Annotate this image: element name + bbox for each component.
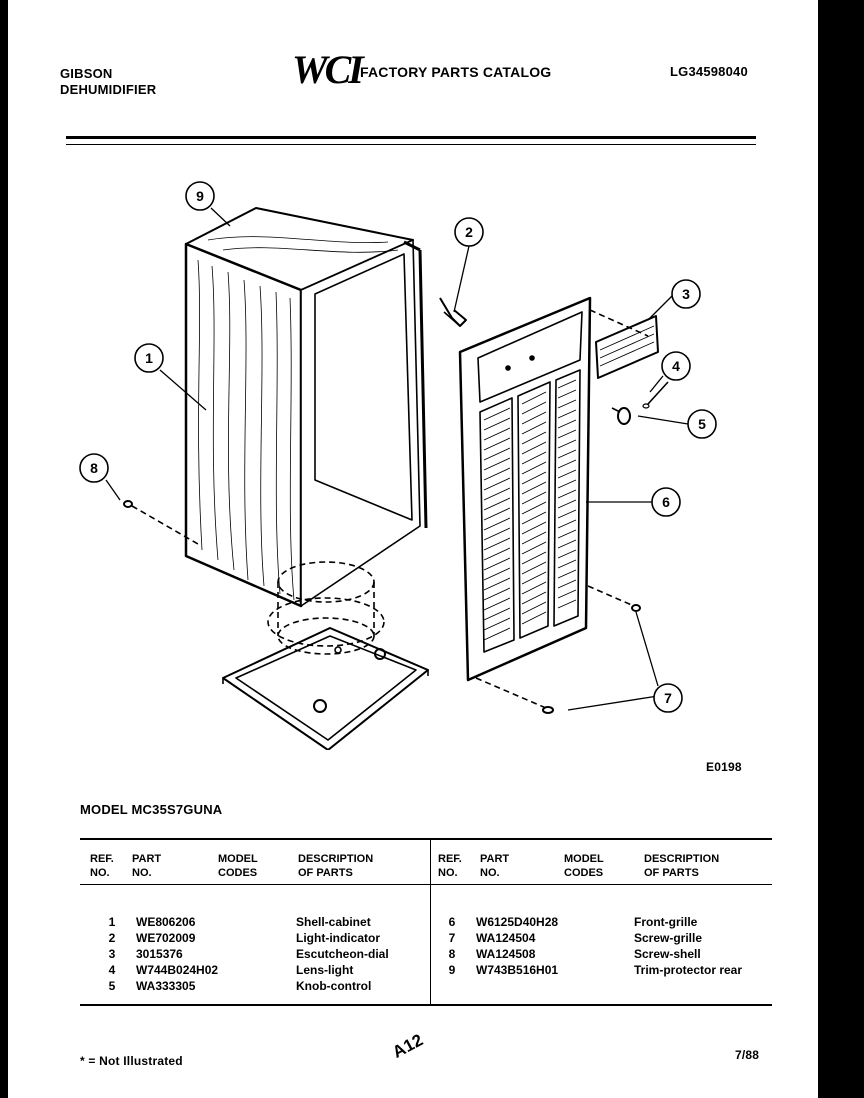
header-desc-line2: OF PARTS: [298, 867, 353, 879]
part-column-right: W6125D40H28 WA124504 WA124508 W743B516H0…: [476, 914, 558, 978]
table-cell: Screw-grille: [634, 931, 703, 945]
callout-4: 4: [672, 358, 680, 374]
screw-shell-drawing: [123, 500, 199, 545]
header-ref-line2: NO.: [90, 867, 110, 879]
indicator-light-drawing: [439, 297, 467, 327]
header-part-line2: NO.: [480, 867, 500, 879]
header-ref-line1: REF.: [438, 853, 462, 865]
page-number: A12: [389, 1030, 427, 1062]
table-cell: WA333305: [136, 979, 196, 993]
table-cell: W6125D40H28: [476, 915, 559, 929]
lens-light-drawing: [642, 381, 669, 409]
callout-1: 1: [145, 350, 153, 366]
front-grille-drawing: [458, 296, 592, 682]
table-cell: Shell-cabinet: [296, 915, 371, 929]
table-cell: Front-grille: [634, 915, 698, 929]
header-part-line2: NO.: [132, 867, 152, 879]
callout-7: 7: [664, 690, 672, 706]
table-cell: WA124504: [476, 931, 536, 945]
header-desc-line2: OF PARTS: [644, 867, 699, 879]
table-cell: Light-indicator: [296, 931, 380, 945]
callout-8: 8: [90, 460, 98, 476]
ref-column-right: 6 7 8 9: [442, 914, 462, 978]
wci-logo: WCI: [292, 47, 364, 92]
header-desc-right: DESCRIPTION OF PARTS: [644, 852, 719, 880]
header-rule-thin: [66, 144, 756, 145]
header-part-line1: PART: [132, 853, 162, 865]
header-model-line1: MODEL: [218, 853, 258, 865]
table-cell: WE702009: [136, 931, 196, 945]
header-desc-line1: DESCRIPTION: [298, 853, 374, 865]
screw-grille-drawing: [475, 585, 641, 714]
table-cell: W744B024H02: [136, 963, 219, 977]
revision-date: 7/88: [735, 1048, 760, 1062]
footnote: * = Not Illustrated: [80, 1054, 183, 1068]
product-type: DEHUMIDIFIER: [60, 82, 157, 97]
table-cell: Escutcheon-dial: [296, 947, 389, 961]
callout-5: 5: [698, 416, 706, 432]
callout-2: 2: [465, 224, 473, 240]
header-desc-left: DESCRIPTION OF PARTS: [298, 852, 373, 880]
catalog-title: FACTORY PARTS CATALOG: [360, 64, 552, 80]
header-model-line2: CODES: [218, 867, 258, 879]
desc-column-left: Shell-cabinet Light-indicator Escutcheon…: [296, 914, 389, 994]
knob-control-drawing: [611, 407, 631, 425]
callout-6: 6: [662, 494, 670, 510]
header-ref-line1: REF.: [90, 853, 114, 865]
brand-name: GIBSON: [60, 66, 113, 81]
table-cell: Knob-control: [296, 979, 372, 993]
table-cell: 6: [448, 915, 456, 929]
table-cell: 3015376: [136, 947, 183, 961]
brand-block: GIBSON DEHUMIDIFIER: [60, 66, 156, 98]
table-cell: 3: [108, 947, 116, 961]
table-rule-header: [80, 884, 772, 885]
table-cell: 1: [108, 915, 116, 929]
header-ref-left: REF. NO.: [90, 852, 114, 880]
table-rule-top: [80, 838, 772, 840]
part-column-left: WE806206 WE702009 3015376 W744B024H02 WA…: [136, 914, 218, 994]
exploded-diagram: 1 2 3 4 5 6 7 8 9: [79, 181, 717, 750]
model-line: MODEL MC35S7GUNA: [80, 802, 223, 817]
base-pan-drawing: [222, 561, 429, 750]
table-cell: 7: [448, 931, 456, 945]
header-ref-right: REF. NO.: [438, 852, 462, 880]
table-cell: 2: [108, 931, 116, 945]
header-ref-line2: NO.: [438, 867, 458, 879]
callout-markers: 1 2 3 4 5 6 7 8 9: [79, 181, 717, 713]
catalog-number: LG34598040: [670, 64, 748, 79]
table-cell: WA124508: [476, 947, 536, 961]
figure-id: E0198: [706, 760, 742, 774]
header-part-right: PART NO.: [480, 852, 509, 880]
header-model-right: MODEL CODES: [564, 852, 604, 880]
table-column-divider: [430, 840, 431, 1004]
table-cell: Lens-light: [296, 963, 354, 977]
ref-column-left: 1 2 3 4 5: [102, 914, 122, 994]
table-rule-bottom: [80, 1004, 772, 1006]
header-model-line1: MODEL: [564, 853, 604, 865]
header-part-left: PART NO.: [132, 852, 161, 880]
table-cell: 4: [108, 963, 116, 977]
header-model-line2: CODES: [564, 867, 604, 879]
header-rule-thick: [66, 136, 756, 139]
escutcheon-dial-drawing: [589, 309, 659, 379]
grille-louvers: [483, 379, 577, 641]
table-cell: 5: [108, 979, 116, 993]
header-part-line1: PART: [480, 853, 510, 865]
table-cell: Screw-shell: [634, 947, 701, 961]
callout-9: 9: [196, 188, 204, 204]
shell-cabinet-drawing: [184, 207, 428, 608]
table-cell: WE806206: [136, 915, 196, 929]
table-cell: Trim-protector rear: [634, 963, 743, 977]
header-model-left: MODEL CODES: [218, 852, 258, 880]
header-desc-line1: DESCRIPTION: [644, 853, 720, 865]
table-cell: W743B516H01: [476, 963, 559, 977]
table-cell: 8: [448, 947, 456, 961]
desc-column-right: Front-grille Screw-grille Screw-shell Tr…: [634, 914, 742, 978]
callout-3: 3: [682, 286, 690, 302]
catalog-page: GIBSON DEHUMIDIFIER WCI FACTORY PARTS CA…: [8, 0, 818, 1098]
table-cell: 9: [448, 963, 456, 977]
callout-leaders: [105, 207, 689, 711]
